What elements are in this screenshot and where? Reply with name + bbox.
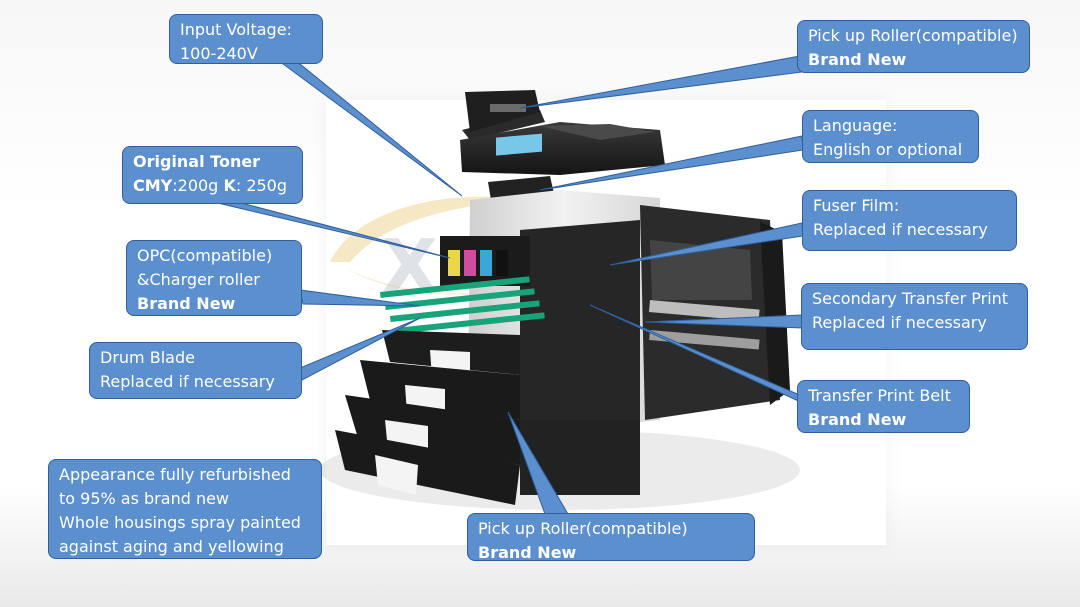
door-frame bbox=[760, 222, 790, 405]
toner-magenta bbox=[464, 250, 476, 276]
language-value: English or optional bbox=[813, 140, 963, 159]
secondary-transfer-label: Secondary Transfer Print bbox=[812, 289, 1009, 308]
appearance-line-2: to 95% as brand new bbox=[59, 489, 230, 508]
callout-transfer-belt: Transfer Print Belt Brand New bbox=[797, 380, 970, 433]
secondary-transfer-status: Replaced if necessary bbox=[812, 313, 987, 332]
callout-fuser-film: Fuser Film: Replaced if necessary bbox=[802, 190, 1017, 251]
pickup-roller-top-label: Pick up Roller(compatible) bbox=[808, 26, 1018, 45]
toner-cyan bbox=[480, 250, 492, 276]
callout-pointers bbox=[204, 55, 806, 515]
drum-blade-label: Drum Blade bbox=[100, 348, 195, 367]
touch-screen bbox=[496, 133, 542, 156]
toner-k-label: K bbox=[223, 176, 236, 195]
pickup-roller-top-status: Brand New bbox=[808, 50, 907, 69]
opc-drums bbox=[380, 276, 545, 334]
transfer-roller bbox=[648, 300, 760, 322]
input-voltage-label: Input Voltage: bbox=[180, 20, 292, 39]
toner-cmy-label: CMY bbox=[133, 176, 173, 195]
paper-trays bbox=[335, 330, 640, 505]
callout-input-voltage: Input Voltage: 100-240V bbox=[169, 14, 323, 64]
opc-status: Brand New bbox=[137, 294, 236, 313]
opc-label: OPC(compatible) bbox=[137, 246, 273, 265]
watermark-swoosh bbox=[330, 196, 520, 262]
appearance-line-3: Whole housings spray painted bbox=[59, 513, 301, 532]
toner-k-value: : 250g bbox=[235, 176, 288, 195]
transfer-roller-2 bbox=[649, 329, 760, 350]
toner-black bbox=[496, 250, 508, 276]
toner-yellow bbox=[448, 250, 460, 276]
document-feeder bbox=[462, 110, 545, 140]
feeder-roller bbox=[490, 104, 526, 112]
fuser-film-status: Replaced if necessary bbox=[813, 220, 988, 239]
pickup-roller-bottom-label: Pick up Roller(compatible) bbox=[478, 519, 688, 538]
opc-charger-label: &Charger roller bbox=[137, 270, 260, 289]
callout-language: Language: English or optional bbox=[802, 110, 979, 163]
transfer-belt-status: Brand New bbox=[808, 410, 907, 429]
transfer-belt-label: Transfer Print Belt bbox=[808, 386, 951, 405]
toner-cmy-value: :200g bbox=[172, 176, 219, 195]
drum-blade-status: Replaced if necessary bbox=[100, 372, 275, 391]
callout-appearance: Appearance fully refurbished to 95% as b… bbox=[48, 459, 322, 559]
appearance-line-1: Appearance fully refurbished bbox=[59, 465, 291, 484]
input-voltage-value: 100-240V bbox=[180, 44, 258, 63]
body-front-dark bbox=[520, 220, 640, 430]
callout-pickup-roller-bottom: Pick up Roller(compatible) Brand New bbox=[467, 513, 755, 562]
fuser-film-label: Fuser Film: bbox=[813, 196, 900, 215]
callout-opc: OPC(compatible) &Charger roller Brand Ne… bbox=[126, 240, 302, 316]
appearance-line-4: against aging and yellowing bbox=[59, 537, 284, 556]
callout-original-toner: Original Toner CMY:200g K: 250g bbox=[122, 146, 303, 204]
language-label: Language: bbox=[813, 116, 898, 135]
original-toner-title: Original Toner bbox=[133, 152, 261, 171]
scanner-lid bbox=[540, 124, 655, 140]
callout-drum-blade: Drum Blade Replaced if necessary bbox=[89, 342, 302, 399]
callout-secondary-transfer: Secondary Transfer Print Replaced if nec… bbox=[801, 283, 1028, 350]
pickup-roller-bottom-status: Brand New bbox=[478, 543, 577, 562]
callout-pickup-roller-top: Pick up Roller(compatible) Brand New bbox=[797, 20, 1030, 73]
